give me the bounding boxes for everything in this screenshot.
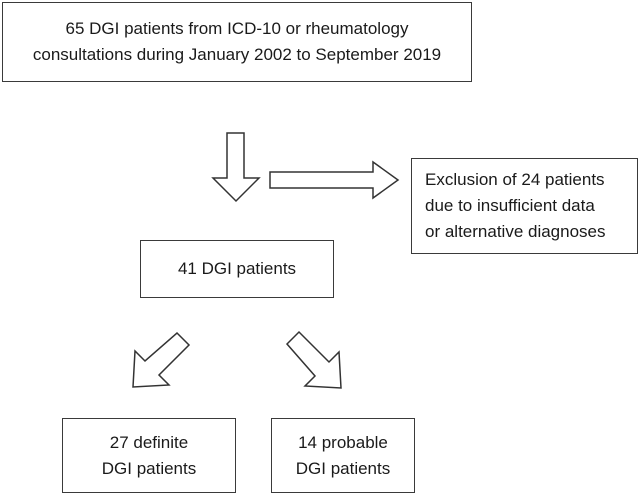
exclusion-box: Exclusion of 24 patients due to insuffic…: [411, 158, 638, 254]
definite-patients-box: 27 definite DGI patients: [62, 418, 236, 493]
definite-line-2: DGI patients: [101, 458, 197, 478]
included-line-1: 41 DGI patients: [177, 259, 297, 278]
probable-line-1: 14 probable: [298, 432, 388, 452]
source-line-2: consultations during January 2002 to Sep…: [32, 45, 442, 64]
source-patients-box: 65 DGI patients from ICD-10 or rheumatol…: [2, 2, 472, 82]
down-right-arrow-icon: [285, 330, 342, 389]
exclusion-line-1: Exclusion of 24 patients: [425, 170, 605, 189]
down-left-arrow-icon: [132, 331, 191, 388]
right-arrow-icon: [269, 160, 400, 200]
exclusion-line-2: due to insufficient data: [425, 196, 595, 215]
included-patients-box: 41 DGI patients: [140, 240, 334, 298]
source-line-1: 65 DGI patients from ICD-10 or rheumatol…: [65, 19, 409, 38]
down-arrow-icon: [211, 132, 261, 203]
probable-line-2: DGI patients: [295, 458, 391, 478]
probable-patients-box: 14 probable DGI patients: [271, 418, 415, 493]
definite-line-1: 27 definite: [109, 432, 189, 452]
exclusion-line-3: or alternative diagnoses: [425, 222, 606, 241]
